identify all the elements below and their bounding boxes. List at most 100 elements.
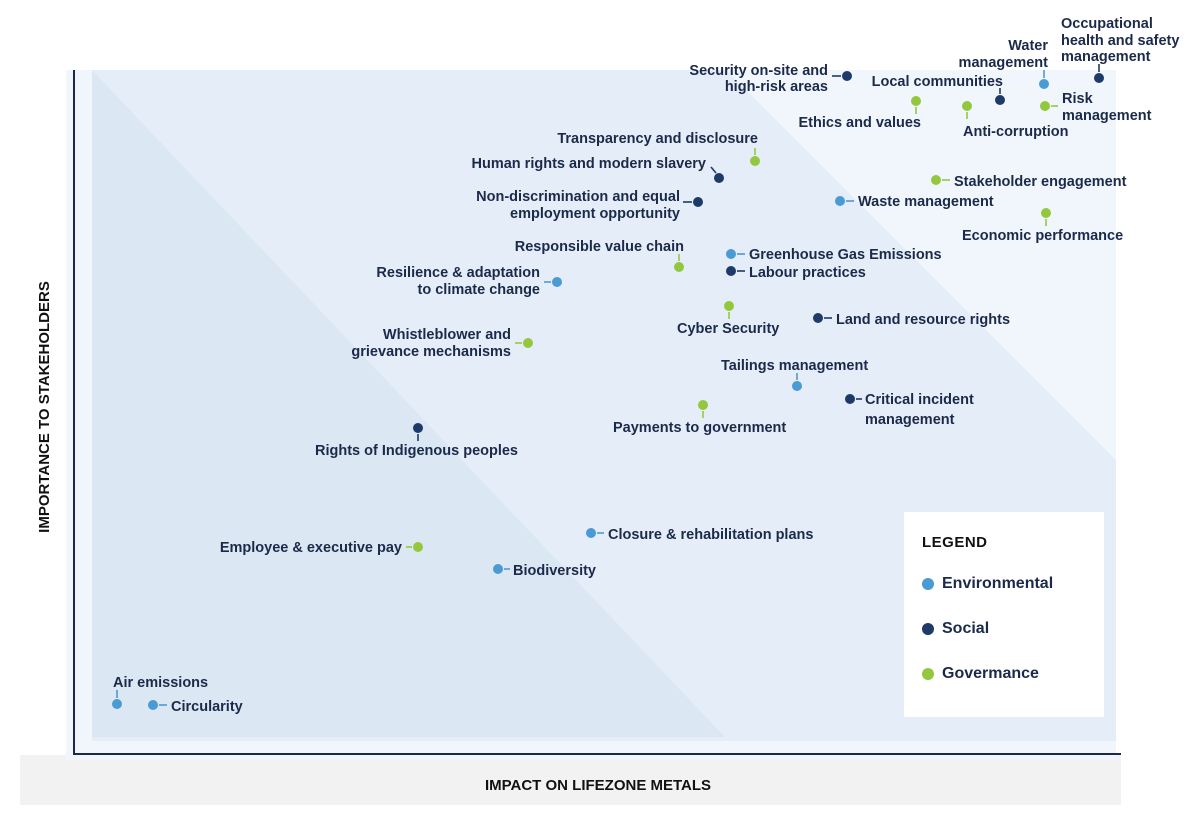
point-label: Economic performance	[962, 228, 1123, 244]
point-marker	[1039, 79, 1049, 89]
point-marker	[750, 156, 760, 166]
point-marker	[148, 700, 158, 710]
point-label: Security on-site and	[689, 63, 828, 79]
data-point: Air emissions	[112, 675, 208, 709]
data-point: Cyber Security	[677, 301, 779, 337]
point-leader	[710, 166, 717, 174]
data-point: Rights of Indigenous peoples	[315, 423, 518, 459]
point-label: management	[865, 412, 955, 428]
data-point: Circularity	[148, 699, 243, 715]
point-marker	[493, 564, 503, 574]
legend-swatch-governance	[922, 668, 934, 680]
point-label: Transparency and disclosure	[557, 131, 758, 147]
point-marker	[1040, 101, 1050, 111]
point-label: management	[959, 55, 1049, 71]
data-point: Closure & rehabilitation plans	[586, 527, 813, 543]
data-point: Tailings management	[721, 358, 868, 391]
data-point: Economic performance	[962, 208, 1123, 244]
point-label: Land and resource rights	[836, 312, 1010, 328]
point-marker	[726, 249, 736, 259]
data-point: Greenhouse Gas Emissions	[726, 247, 942, 263]
point-label: Human rights and modern slavery	[472, 156, 706, 172]
point-marker	[962, 101, 972, 111]
point-label: Risk	[1062, 91, 1094, 107]
point-label: Circularity	[171, 699, 243, 715]
data-point: Local communities	[872, 74, 1005, 105]
point-marker	[792, 381, 802, 391]
data-point: Payments to government	[613, 400, 786, 436]
point-label: Critical incident	[865, 392, 974, 408]
point-label: Labour practices	[749, 265, 866, 281]
point-marker	[413, 542, 423, 552]
point-marker	[931, 175, 941, 185]
point-marker	[413, 423, 423, 433]
data-point: Ethics and values	[799, 96, 922, 131]
point-label: management	[1061, 49, 1151, 65]
data-point: Anti-corruption	[962, 101, 1069, 140]
data-point: Critical incident management	[845, 392, 974, 428]
legend-item-social: Social	[922, 618, 1086, 640]
x-axis-title: IMPACT ON LIFEZONE METALS	[485, 777, 711, 794]
data-point: Stakeholder engagement	[931, 174, 1127, 190]
legend-label-social: Social	[942, 620, 990, 637]
point-marker	[698, 400, 708, 410]
point-marker	[586, 528, 596, 538]
point-marker	[726, 266, 736, 276]
point-marker	[1094, 73, 1104, 83]
point-label: Air emissions	[113, 675, 208, 691]
point-marker	[845, 394, 855, 404]
legend: LEGEND Environmental Social Govermance	[904, 512, 1104, 717]
point-marker	[1041, 208, 1051, 218]
point-label: Water	[1008, 38, 1048, 54]
background-bands	[20, 70, 1121, 805]
legend-title: LEGEND	[922, 534, 988, 551]
data-point: Employee & executive pay	[220, 540, 423, 556]
point-label: Payments to government	[613, 420, 786, 436]
point-label: Tailings management	[721, 358, 868, 374]
point-label: Biodiversity	[513, 563, 596, 579]
point-marker	[995, 95, 1005, 105]
point-marker	[674, 262, 684, 272]
point-marker	[714, 173, 724, 183]
point-label: Occupational	[1061, 16, 1153, 32]
legend-swatch-environmental	[922, 578, 934, 590]
data-point: Biodiversity	[493, 563, 596, 579]
point-label: to climate change	[418, 282, 540, 298]
legend-item-governance: Govermance	[922, 663, 1086, 685]
point-label: Whistleblower and	[383, 327, 511, 343]
point-label: Employee & executive pay	[220, 540, 402, 556]
point-label: Non-discrimination and equal	[476, 189, 680, 205]
point-marker	[813, 313, 823, 323]
point-label: Stakeholder engagement	[954, 174, 1127, 190]
point-label: Closure & rehabilitation plans	[608, 527, 813, 543]
data-point: Responsible value chain	[515, 239, 684, 272]
data-point: Waste management	[835, 194, 994, 210]
point-label: Responsible value chain	[515, 239, 684, 255]
point-marker	[523, 338, 533, 348]
point-marker	[552, 277, 562, 287]
point-label: health and safety	[1061, 33, 1179, 49]
data-point: Transparency and disclosure	[557, 131, 760, 166]
legend-label-governance: Govermance	[942, 665, 1039, 682]
point-label: grievance mechanisms	[351, 344, 511, 360]
point-label: Greenhouse Gas Emissions	[749, 247, 942, 263]
point-marker	[835, 196, 845, 206]
y-axis-title: IMPORTANCE TO STAKEHOLDERS	[36, 281, 53, 533]
legend-label-environmental: Environmental	[942, 575, 1054, 592]
point-label: Local communities	[872, 74, 1003, 90]
point-label: employment opportunity	[510, 206, 680, 222]
point-label: management	[1062, 108, 1152, 124]
point-marker	[911, 96, 921, 106]
point-label: Rights of Indigenous peoples	[315, 443, 518, 459]
point-label: high-risk areas	[725, 79, 828, 95]
point-label: Ethics and values	[799, 115, 922, 131]
legend-swatch-social	[922, 623, 934, 635]
point-label: Cyber Security	[677, 321, 779, 337]
point-marker	[842, 71, 852, 81]
